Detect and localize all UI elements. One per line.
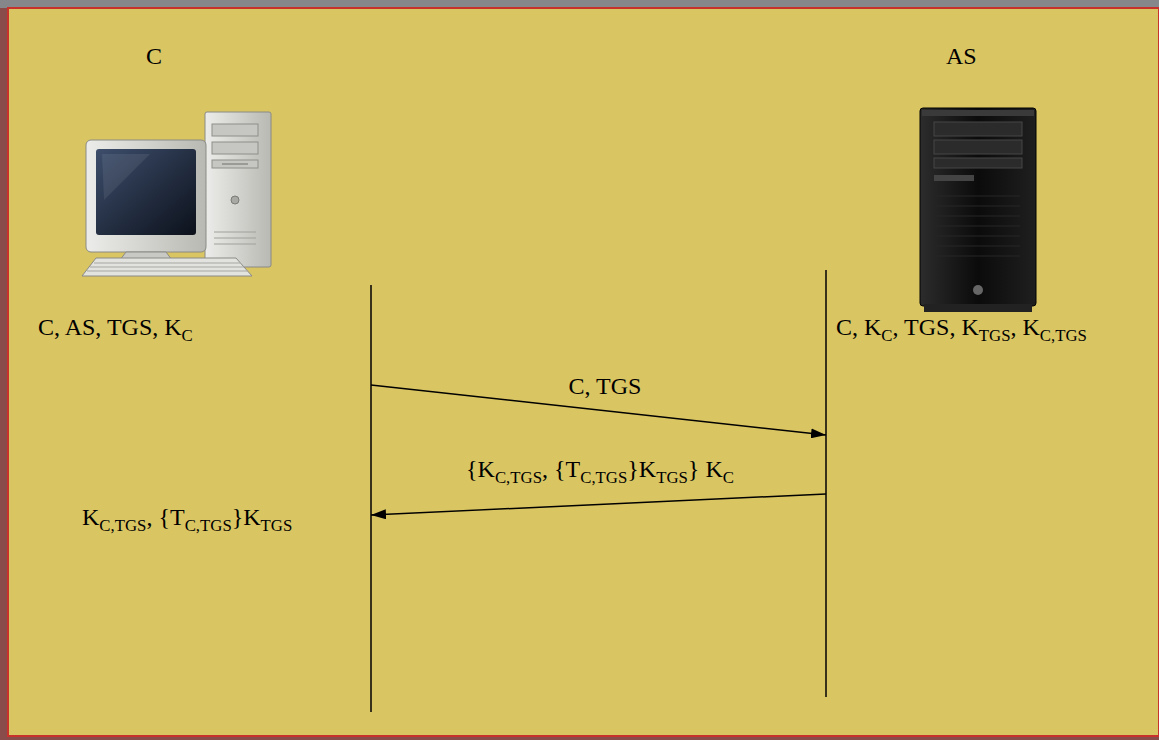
- text-holder: C, AS, TGS, KC: [38, 313, 193, 342]
- subscript-part: C,TGS: [495, 468, 542, 487]
- server-top-bevel: [922, 110, 1034, 116]
- tower-case: [205, 112, 271, 267]
- keyboard: [82, 258, 252, 276]
- text-part: C, K: [836, 314, 881, 340]
- subscript-part: C: [182, 326, 193, 345]
- server-grille: [936, 226, 1020, 227]
- text-part: , {T: [542, 456, 580, 482]
- floppy-bay: [212, 160, 258, 168]
- text-part: AS: [946, 43, 977, 69]
- server-logo: [973, 285, 983, 295]
- server-bay: [934, 158, 1022, 168]
- subscript-part: C,TGS: [580, 468, 627, 487]
- server-feet: [924, 304, 1032, 312]
- subscript-part: C: [723, 468, 734, 487]
- subscript-part: C,TGS: [99, 516, 146, 535]
- message-label: C, TGS: [569, 372, 642, 401]
- vent-line: [214, 244, 256, 245]
- slide-top-strip: [0, 0, 1159, 8]
- participant-name: C: [146, 42, 162, 71]
- text-part: C: [146, 43, 162, 69]
- text-part: , K: [1011, 314, 1040, 340]
- lifeline: [825, 270, 827, 697]
- client-computer-icon: [82, 112, 271, 276]
- text-part: C, TGS: [569, 373, 642, 399]
- server-grille: [936, 236, 1020, 237]
- subscript-part: C,TGS: [185, 516, 232, 535]
- slide-panel: [8, 8, 1159, 736]
- monitor-body: [86, 140, 206, 252]
- screen-glare: [102, 154, 150, 200]
- floppy-slot: [222, 164, 248, 165]
- key-list: KC,TGS, {TC,TGS}KTGS: [82, 503, 292, 532]
- text-holder: {KC,TGS, {TC,TGS}KTGS} KC: [466, 455, 734, 484]
- text-part: K: [82, 504, 99, 530]
- server-bay: [934, 140, 1022, 154]
- subscript-part: TGS: [656, 468, 688, 487]
- text-part: C, AS, TGS, K: [38, 314, 182, 340]
- text-holder: C: [146, 42, 162, 71]
- text-part: , {T: [146, 504, 184, 530]
- server-case: [920, 108, 1036, 306]
- text-part: } K: [688, 456, 723, 482]
- key-row: [90, 267, 244, 268]
- monitor-screen: [96, 149, 196, 235]
- power-button: [231, 196, 239, 204]
- subscript-part: C: [881, 326, 892, 345]
- server-icon: [920, 108, 1036, 312]
- server-grille: [936, 216, 1020, 217]
- text-part: }K: [627, 456, 656, 482]
- text-holder: C, TGS: [569, 372, 642, 401]
- lifeline: [370, 285, 372, 712]
- text-holder: C, KC, TGS, KTGS, KC,TGS: [836, 313, 1087, 342]
- text-part: }K: [232, 504, 261, 530]
- drive-bay: [212, 124, 258, 136]
- participant-name: AS: [946, 42, 977, 71]
- text-holder: AS: [946, 42, 977, 71]
- key-list: C, KC, TGS, KTGS, KC,TGS: [836, 313, 1087, 342]
- text-part: , TGS, K: [893, 314, 979, 340]
- server-bay: [934, 122, 1022, 136]
- server-grille: [936, 246, 1020, 247]
- vent-line: [214, 238, 256, 239]
- participant-column: AS: [826, 30, 1146, 720]
- server-grille: [936, 206, 1020, 207]
- vent-line: [214, 232, 256, 233]
- subscript-part: TGS: [261, 516, 293, 535]
- text-holder: KC,TGS, {TC,TGS}KTGS: [82, 503, 292, 532]
- participant-column: C: [20, 30, 371, 720]
- text-part: {K: [466, 456, 495, 482]
- key-row: [87, 271, 248, 272]
- key-list: C, AS, TGS, KC: [38, 313, 193, 342]
- server-grille: [936, 196, 1020, 197]
- connector-layer: [371, 385, 826, 515]
- drive-bay: [212, 142, 258, 154]
- message-label: {KC,TGS, {TC,TGS}KTGS} KC: [466, 455, 734, 484]
- subscript-part: TGS: [979, 326, 1011, 345]
- subscript-part: C,TGS: [1040, 326, 1087, 345]
- message-arrow: [371, 494, 826, 515]
- server-grille: [936, 256, 1020, 257]
- key-row: [94, 263, 240, 264]
- server-drive: [934, 175, 974, 181]
